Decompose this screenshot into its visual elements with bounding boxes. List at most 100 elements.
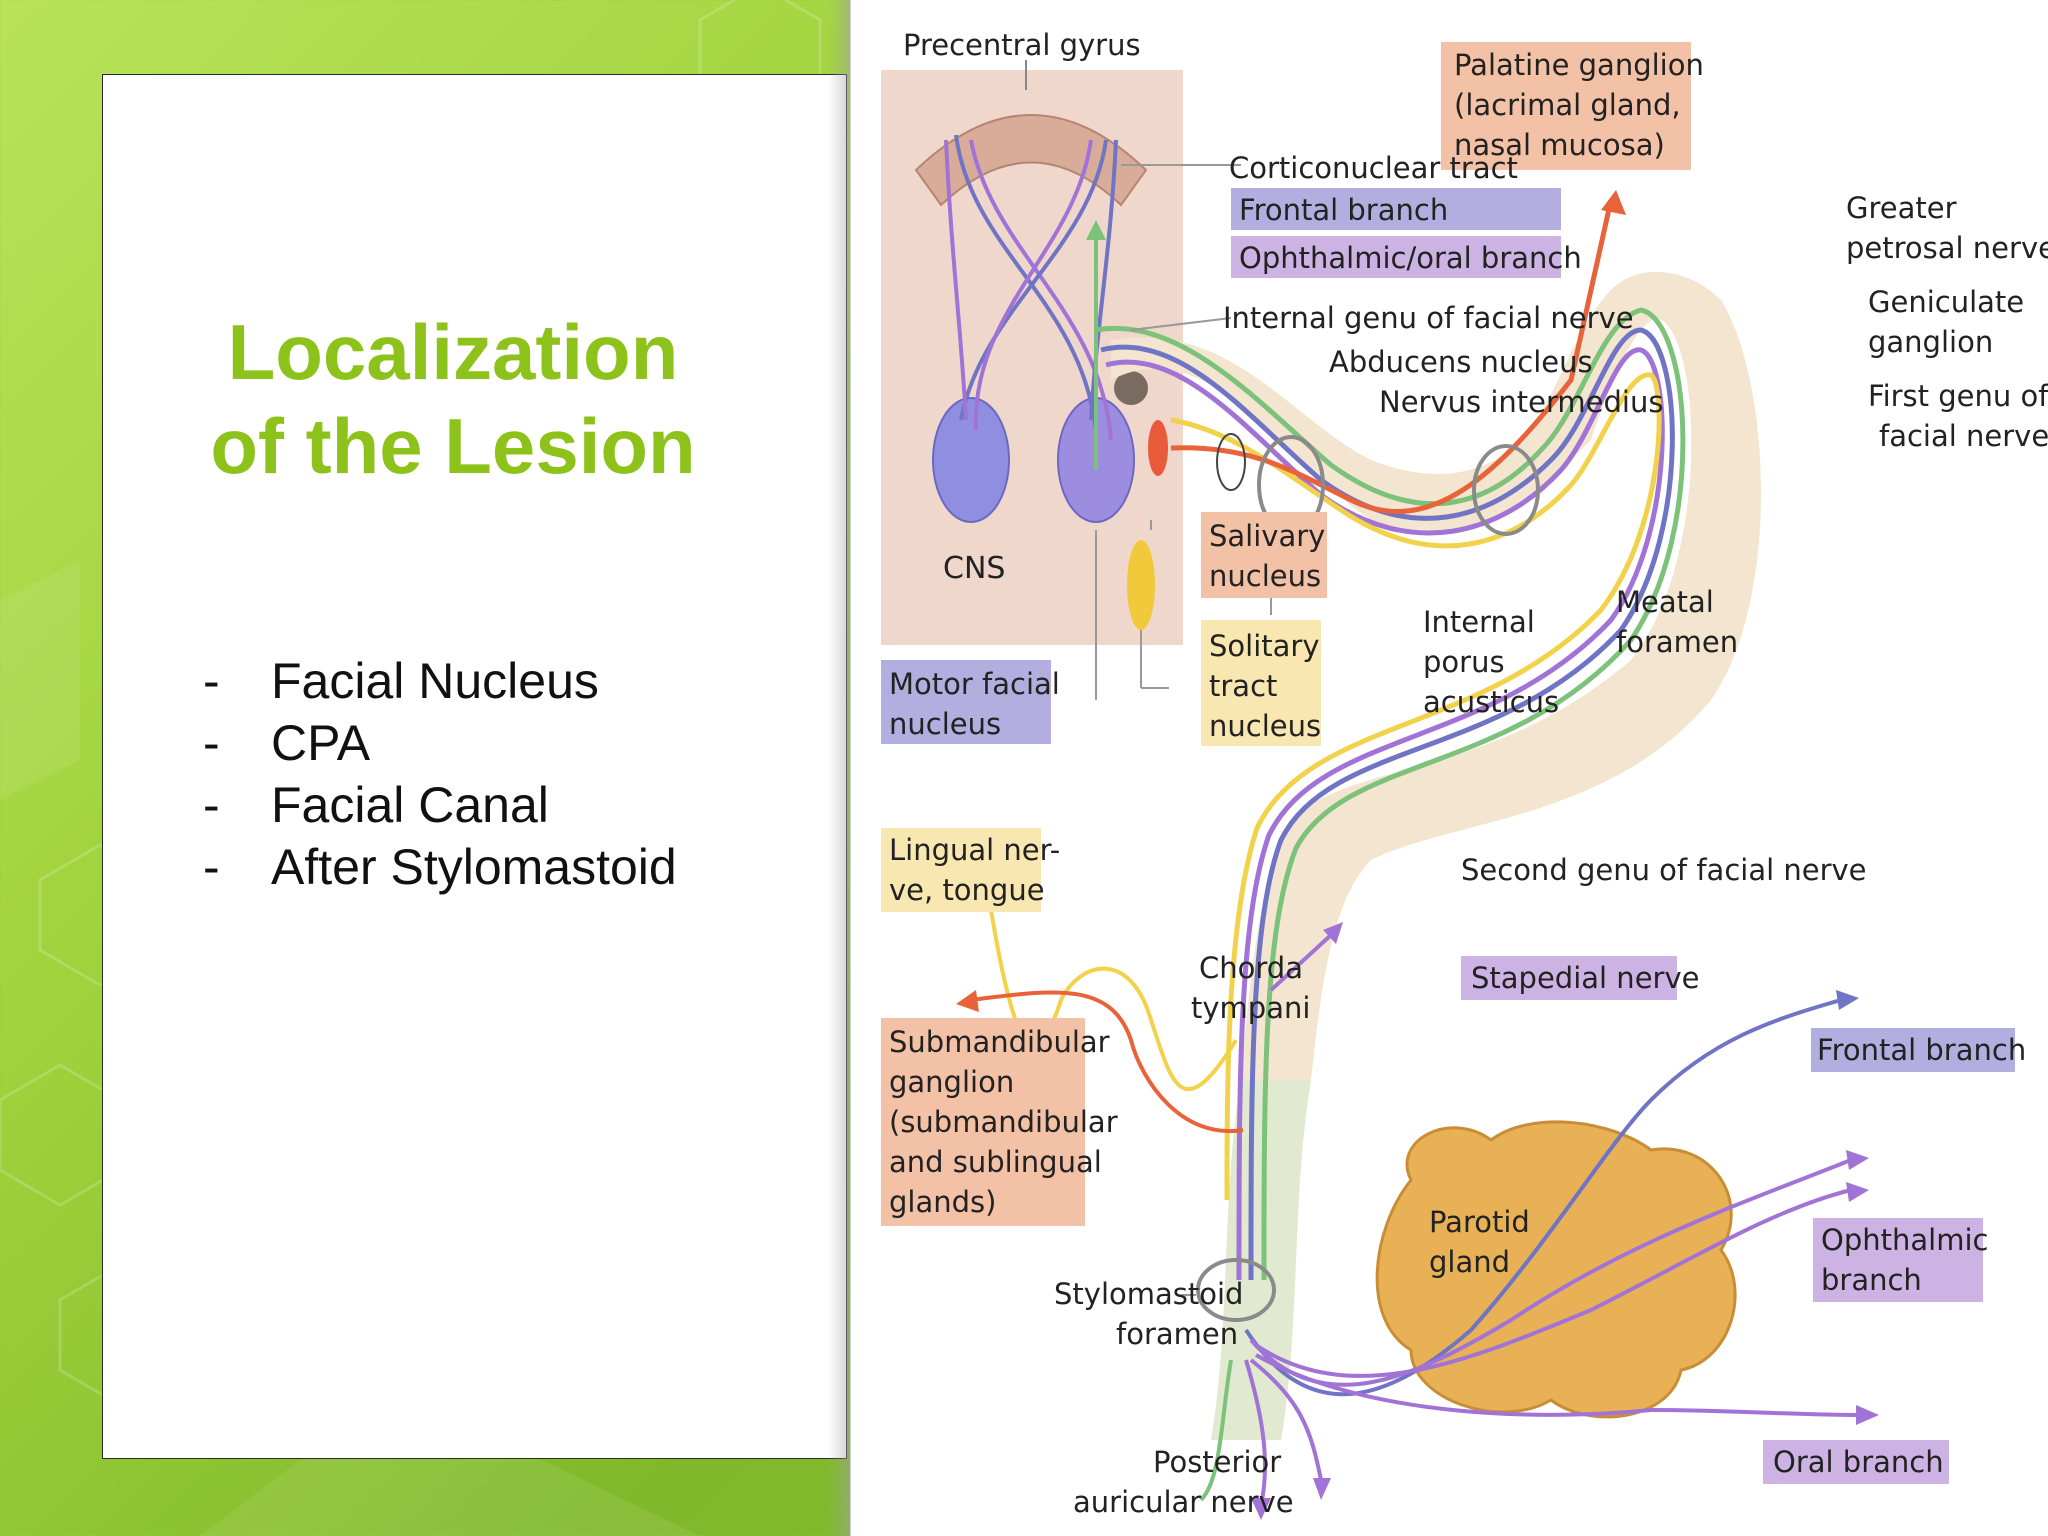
stapedial-box <box>1461 956 1677 1000</box>
label-frontal-branch-top: Frontal branch <box>1239 193 1448 227</box>
lingual-box <box>881 828 1041 912</box>
label-posterior-auricular-2: auricular nerve <box>1073 1485 1294 1519</box>
title-line-1: Localization <box>227 308 679 396</box>
label-internal-porus-1: Internal <box>1423 605 1535 639</box>
submandibular-arrow-head <box>956 990 979 1012</box>
bullet-item: -CPA <box>203 712 677 774</box>
intermedius-ring <box>1216 433 1246 491</box>
bullet-marker: - <box>203 777 220 833</box>
precentral-gyrus-shape <box>914 114 1148 207</box>
bullet-item: -Facial Nucleus <box>203 650 677 712</box>
label-chorda-2: tympani <box>1191 991 1310 1025</box>
chorda-tympani-red <box>970 990 1244 1134</box>
bullet-marker: - <box>203 715 220 771</box>
label-submandibular-2: ganglion <box>889 1065 1014 1099</box>
label-posterior-auricular-1: Posterior <box>1153 1445 1281 1479</box>
bullet-item: -After Stylomastoid <box>203 836 677 898</box>
bullet-text: Facial Canal <box>271 777 549 833</box>
stylomastoid-ring <box>1196 1258 1276 1322</box>
label-first-genu-1: First genu of <box>1868 379 2048 413</box>
abducens-nucleus-shape <box>1114 371 1148 405</box>
label-cns: CNS <box>943 551 1005 586</box>
label-parotid-2: gland <box>1429 1245 1510 1279</box>
label-motor-facial-2: nucleus <box>889 707 1001 741</box>
oral-arrow-head <box>1856 1405 1879 1425</box>
peripheral-branches <box>1199 998 1862 1506</box>
submandibular-box <box>881 1018 1085 1226</box>
label-ophthalmic-branch-1: Ophthalmic <box>1821 1223 1988 1257</box>
solitary-nucleus-shape <box>1127 540 1155 630</box>
label-precentral-gyrus: Precentral gyrus <box>903 28 1141 62</box>
label-ophthalmic-oral-branch: Ophthalmic/oral branch <box>1239 241 1582 275</box>
label-salivary-2: nucleus <box>1209 559 1321 593</box>
label-palatine-2: (lacrimal gland, <box>1454 88 1681 122</box>
facial-nerve-diagram: Precentral gyrus Palatine ganglion (lacr… <box>850 0 2048 1536</box>
label-greater-petrosal-2: petrosal nerve <box>1846 231 2048 265</box>
label-nervus-intermedius: Nervus intermedius <box>1379 385 1663 419</box>
arrow-head <box>1251 1498 1271 1520</box>
label-meatal-1: Meatal <box>1616 585 1714 619</box>
canal-lower-segment <box>1211 1080 1311 1440</box>
bullet-text: Facial Nucleus <box>271 653 599 709</box>
label-stylomastoid-1: Stylomastoid <box>1054 1277 1243 1311</box>
motor-facial-box <box>881 660 1051 744</box>
label-solitary-1: Solitary <box>1209 629 1320 663</box>
label-submandibular-5: glands) <box>889 1185 996 1219</box>
frontal-arrow-head <box>1836 990 1859 1010</box>
label-motor-facial-1: Motor facial <box>889 667 1060 701</box>
bullet-text: CPA <box>271 715 371 771</box>
bullet-marker: - <box>203 839 220 895</box>
label-ophthalmic-branch-2: branch <box>1821 1263 1922 1297</box>
label-lingual-1: Lingual ner- <box>889 833 1060 867</box>
ophthalmic-branch-box <box>1813 1218 1983 1302</box>
label-frontal-branch-right: Frontal branch <box>1817 1033 2026 1067</box>
label-stylomastoid-2: foramen <box>1116 1317 1238 1351</box>
bullet-text: After Stylomastoid <box>271 839 677 895</box>
figure-shadow <box>828 0 852 1536</box>
frontal-branch-top-box <box>1231 188 1561 230</box>
label-stapedial-nerve: Stapedial nerve <box>1471 961 1699 995</box>
content-panel: Localization of the Lesion -Facial Nucle… <box>102 74 847 1459</box>
arrow-head <box>1086 220 1106 240</box>
bullet-marker: - <box>203 653 220 709</box>
title-line-2: of the Lesion <box>210 402 696 490</box>
salivary-box <box>1201 512 1327 598</box>
stapedial-branch <box>1269 933 1333 992</box>
corticonuclear-fibers <box>944 134 1118 441</box>
left-facial-nucleus <box>932 397 1010 523</box>
label-parotid-1: Parotid <box>1429 1205 1530 1239</box>
label-internal-porus-3: acusticus <box>1423 685 1559 719</box>
label-greater-petrosal-1: Greater <box>1846 191 1957 225</box>
label-chorda-1: Chorda <box>1199 951 1303 985</box>
stapedial-arrow-head <box>1323 922 1343 944</box>
label-lingual-2: ve, tongue <box>889 873 1045 907</box>
slide-title: Localization of the Lesion <box>103 305 803 493</box>
ophthalmic-arrow-head-1 <box>1846 1150 1869 1170</box>
label-solitary-2: tract <box>1209 669 1277 703</box>
ophthalmic-oral-box <box>1231 236 1561 278</box>
solitary-box <box>1201 620 1321 746</box>
label-salivary-1: Salivary <box>1209 519 1325 553</box>
facial-nerve-bundle <box>1095 199 1686 1281</box>
label-corticonuclear-tract: Corticonuclear tract <box>1229 151 1518 185</box>
label-abducens-nucleus: Abducens nucleus <box>1329 345 1593 379</box>
label-oral-branch: Oral branch <box>1773 1445 1944 1479</box>
diagram-svg: Precentral gyrus Palatine ganglion (lacr… <box>881 28 2048 1520</box>
oral-branch-box <box>1763 1440 1949 1484</box>
salivary-nucleus-shape <box>1148 420 1168 476</box>
bullet-list: -Facial Nucleus -CPA -Facial Canal -Afte… <box>203 650 677 898</box>
label-submandibular-4: and sublingual <box>889 1145 1102 1179</box>
palatine-box <box>1441 42 1691 170</box>
bullet-item: -Facial Canal <box>203 774 677 836</box>
label-internal-porus-2: porus <box>1423 645 1505 679</box>
label-first-genu-2: facial nerve <box>1879 419 2048 453</box>
label-submandibular-3: (submandibular <box>889 1105 1118 1139</box>
label-geniculate-2: ganglion <box>1868 325 1993 359</box>
label-palatine-3: nasal mucosa) <box>1454 128 1665 162</box>
arrow-head <box>1313 1478 1331 1500</box>
label-solitary-3: nucleus <box>1209 709 1321 743</box>
label-palatine-1: Palatine ganglion <box>1454 48 1704 82</box>
label-geniculate-1: Geniculate <box>1868 285 2024 319</box>
label-meatal-2: foramen <box>1616 625 1738 659</box>
label-internal-genu: Internal genu of facial nerve <box>1223 301 1634 335</box>
